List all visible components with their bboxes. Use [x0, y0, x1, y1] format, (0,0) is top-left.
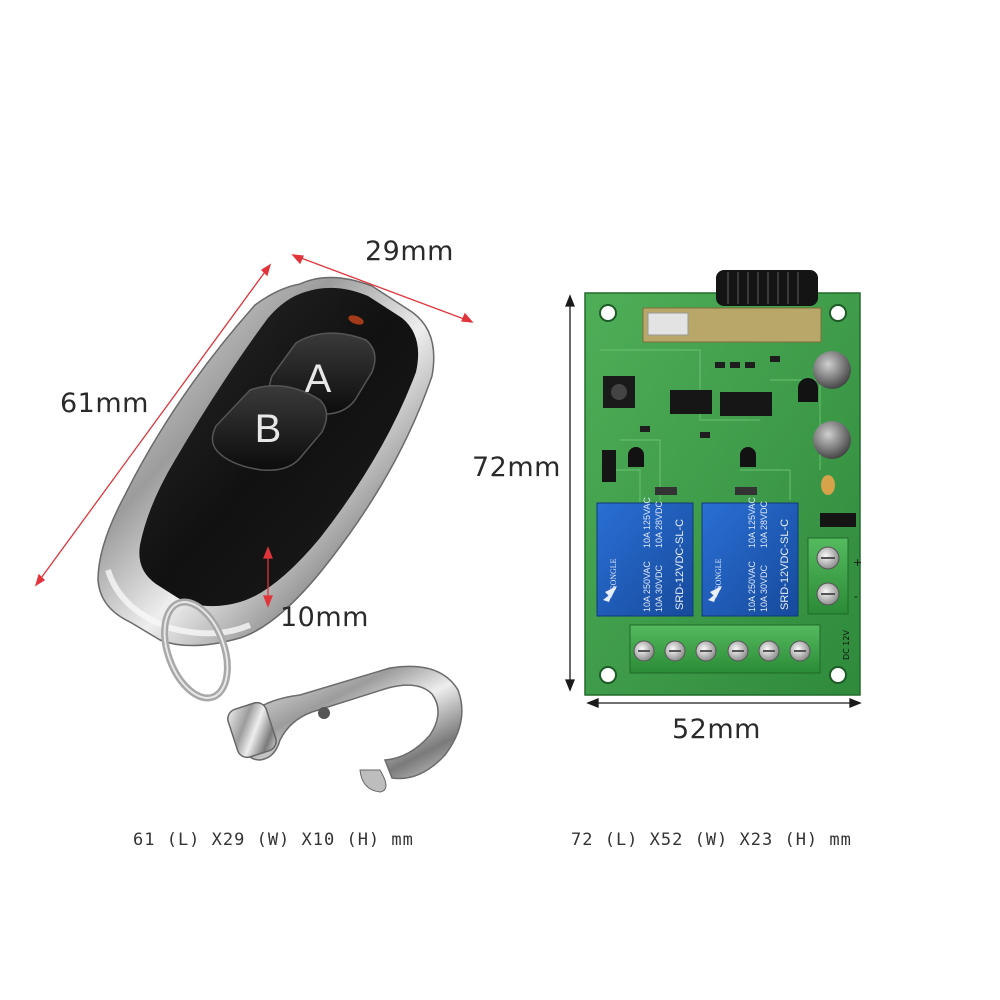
- relay-2-brand: SONGLE: [714, 558, 723, 590]
- remote-bottom-lip: [105, 569, 252, 637]
- relay-2: SRD-12VDC-SL-C 10A 250VAC 10A 30VDC 10A …: [701, 497, 799, 617]
- relay-2-model: SRD-12VDC-SL-C: [779, 519, 791, 610]
- power-terminal: + - DC 12V: [807, 537, 862, 660]
- relay-1-rating: 10A 30VDC: [654, 564, 664, 612]
- led-indicator: [348, 315, 364, 325]
- relay-1-rating: 10A 125VAC: [642, 497, 652, 548]
- relay-1-rating: 10A 28VDC: [654, 500, 664, 548]
- relay-2-rating: 10A 250VAC: [747, 561, 757, 612]
- lobster-clasp: [227, 665, 463, 793]
- remote-length-label: 61mm: [60, 388, 149, 419]
- relay-1-rating: 10A 250VAC: [642, 561, 652, 612]
- relay-2-rating: 10A 125VAC: [747, 497, 757, 548]
- ic-chip: [720, 392, 772, 416]
- remote-width-label: 29mm: [365, 236, 454, 267]
- relay-1: SRD-12VDC-SL-C 10A 250VAC 10A 30VDC 10A …: [596, 497, 694, 617]
- capacitor: [813, 351, 851, 389]
- relay-1-brand: SONGLE: [609, 558, 618, 590]
- remote-size-caption: 61 (L) X29 (W) X10 (H) mm: [133, 830, 414, 850]
- receiver-board: SRD-12VDC-SL-C 10A 250VAC 10A 30VDC 10A …: [584, 270, 862, 696]
- button-b[interactable]: B: [211, 385, 328, 471]
- remote-height-label: 10mm: [280, 602, 369, 633]
- remote-dimension-lines: [34, 254, 474, 608]
- relay-1-model: SRD-12VDC-SL-C: [674, 519, 686, 610]
- output-terminal-block: [629, 624, 821, 674]
- relay-2-rating: 10A 28VDC: [759, 500, 769, 548]
- receiver-dimension-lines: [565, 294, 862, 708]
- relay-2-rating: 10A 30VDC: [759, 564, 769, 612]
- button-b-label: B: [255, 407, 282, 451]
- receiver-size-caption: 72 (L) X52 (W) X23 (H) mm: [571, 830, 852, 850]
- plus-label: +: [853, 556, 862, 569]
- ic-chip: [670, 390, 712, 414]
- remote-fob: A B: [97, 276, 463, 793]
- capacitor: [813, 421, 851, 459]
- receiver-width-label: 52mm: [672, 714, 761, 745]
- minus-label: -: [854, 590, 858, 603]
- receiver-length-label: 72mm: [472, 452, 561, 483]
- antenna-coil: [716, 270, 818, 306]
- power-label: DC 12V: [842, 630, 851, 660]
